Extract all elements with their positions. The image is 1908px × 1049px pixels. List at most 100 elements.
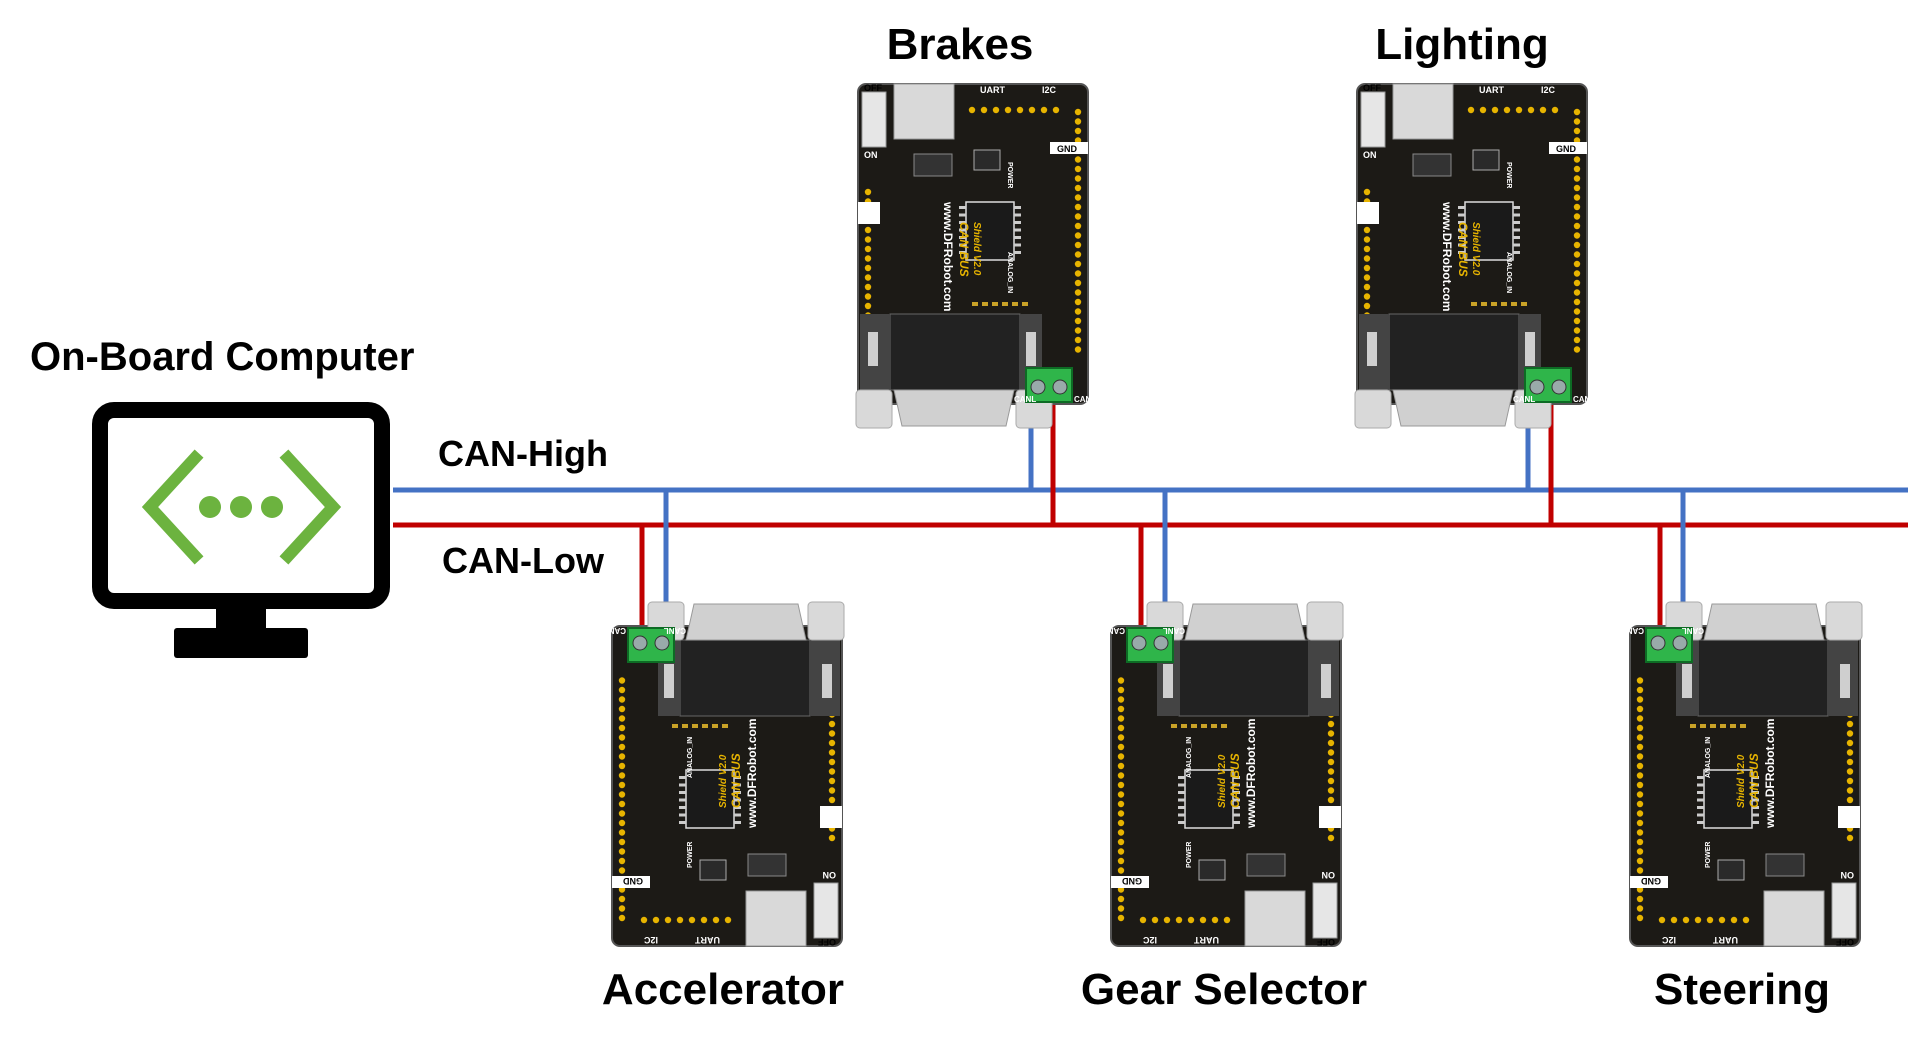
- chip-pin: [1233, 791, 1240, 794]
- header-pin: [1573, 175, 1581, 182]
- smd-component: [1471, 302, 1477, 306]
- terminal-screw: [1529, 379, 1545, 395]
- chip-pin: [679, 813, 686, 817]
- db9-shell: [893, 389, 1015, 427]
- chip-pin: [1014, 251, 1021, 254]
- header-pin: [1074, 270, 1082, 277]
- header-pin: [1846, 834, 1854, 842]
- header-pin: [1846, 730, 1854, 737]
- header-pin: [1670, 916, 1678, 924]
- terminal-canl-text: CANL: [1014, 395, 1036, 404]
- header-pin: [1117, 914, 1125, 922]
- header-pin: [980, 106, 988, 114]
- header-i2c-text: I2C: [1541, 85, 1556, 95]
- header-pin: [828, 787, 836, 794]
- header-pin: [1491, 106, 1499, 114]
- header-pin: [1573, 346, 1581, 353]
- gnd-tag-text: GND: [1057, 144, 1078, 154]
- header-pin: [1004, 106, 1012, 114]
- chip-pin: [1513, 251, 1520, 254]
- db9-screw: [868, 332, 878, 366]
- header-pin: [1846, 758, 1854, 766]
- header-pin: [1573, 241, 1581, 249]
- power-switch-off-text: OFF: [864, 83, 882, 93]
- header-pin: [828, 834, 836, 842]
- header-pin: [1117, 762, 1125, 770]
- header-i2c-text: I2C: [1661, 935, 1676, 945]
- header-pin: [1636, 867, 1644, 874]
- header-pin: [1074, 298, 1082, 306]
- header-i2c-text: I2C: [643, 935, 658, 945]
- chip-pin: [1513, 221, 1520, 224]
- header-pin: [618, 781, 626, 789]
- power-switch: [1831, 882, 1857, 939]
- header-pin: [1074, 336, 1082, 344]
- header-pin: [1846, 796, 1854, 804]
- terminal-screw: [1052, 379, 1068, 395]
- crystal: [913, 153, 953, 177]
- header-pin: [1636, 914, 1644, 922]
- terminal-screw: [1650, 635, 1666, 651]
- chip-pin: [1014, 221, 1021, 224]
- header-pin: [864, 188, 872, 196]
- header-pin: [1117, 686, 1125, 694]
- header-pin: [1363, 188, 1371, 196]
- smd-component: [1710, 724, 1716, 728]
- header-pin: [1117, 848, 1125, 855]
- smd-component: [972, 302, 978, 306]
- terminal-canl-text: CANL: [1682, 626, 1704, 635]
- header-pin: [1363, 283, 1371, 291]
- db9-housing: [679, 639, 811, 717]
- section-analog-text: ANALOG_IN: [687, 737, 694, 778]
- header-pin: [1573, 184, 1581, 192]
- header-pin: [864, 302, 872, 310]
- header-pin: [1074, 327, 1082, 334]
- sd-card-slot: [1244, 890, 1306, 947]
- section-power-text: POWER: [1006, 162, 1013, 188]
- header-pin: [1636, 753, 1644, 760]
- header-pin: [864, 255, 872, 262]
- power-switch: [813, 882, 839, 939]
- header-pin: [1573, 194, 1581, 201]
- crystal: [747, 853, 787, 877]
- chip-pin: [1697, 806, 1704, 809]
- header-pin: [652, 916, 660, 924]
- chip-pin: [1697, 813, 1704, 817]
- sd-card-slot: [893, 83, 955, 140]
- header-pin: [1074, 213, 1082, 220]
- chip-pin: [1752, 776, 1759, 779]
- smd-component: [1521, 302, 1527, 306]
- header-pin: [828, 720, 836, 728]
- power-switch-off-text: OFF: [1363, 83, 1381, 93]
- header-pin: [1846, 768, 1854, 775]
- chip-pin: [1697, 783, 1704, 787]
- chip-pin: [959, 206, 966, 209]
- header-pin: [1573, 232, 1581, 239]
- header-pin: [1636, 895, 1644, 903]
- smd-component: [1181, 724, 1187, 728]
- header-pin: [1573, 270, 1581, 277]
- smd-component: [1211, 724, 1217, 728]
- chip-pin: [1233, 813, 1240, 817]
- section-power-text: POWER: [1505, 162, 1512, 188]
- db9-screw: [1026, 332, 1036, 366]
- header-pin: [1327, 834, 1335, 842]
- header-pin: [618, 905, 626, 912]
- chip-pin: [1014, 213, 1021, 217]
- header-pin: [618, 734, 626, 741]
- header-pin: [828, 730, 836, 737]
- board-version-text: Shield V2.0: [971, 222, 982, 276]
- db9-bracket: [1354, 389, 1392, 429]
- db9-housing: [1178, 639, 1310, 717]
- header-pin: [1117, 895, 1125, 903]
- header-uart-text: UART: [1713, 935, 1738, 945]
- header-i2c-text: I2C: [1142, 935, 1157, 945]
- header-pin: [1074, 260, 1082, 268]
- gnd-tag: [1111, 876, 1149, 888]
- chip-pin: [734, 791, 741, 794]
- header-pin: [1074, 346, 1082, 353]
- board-version-text: Shield V2.0: [1470, 222, 1481, 276]
